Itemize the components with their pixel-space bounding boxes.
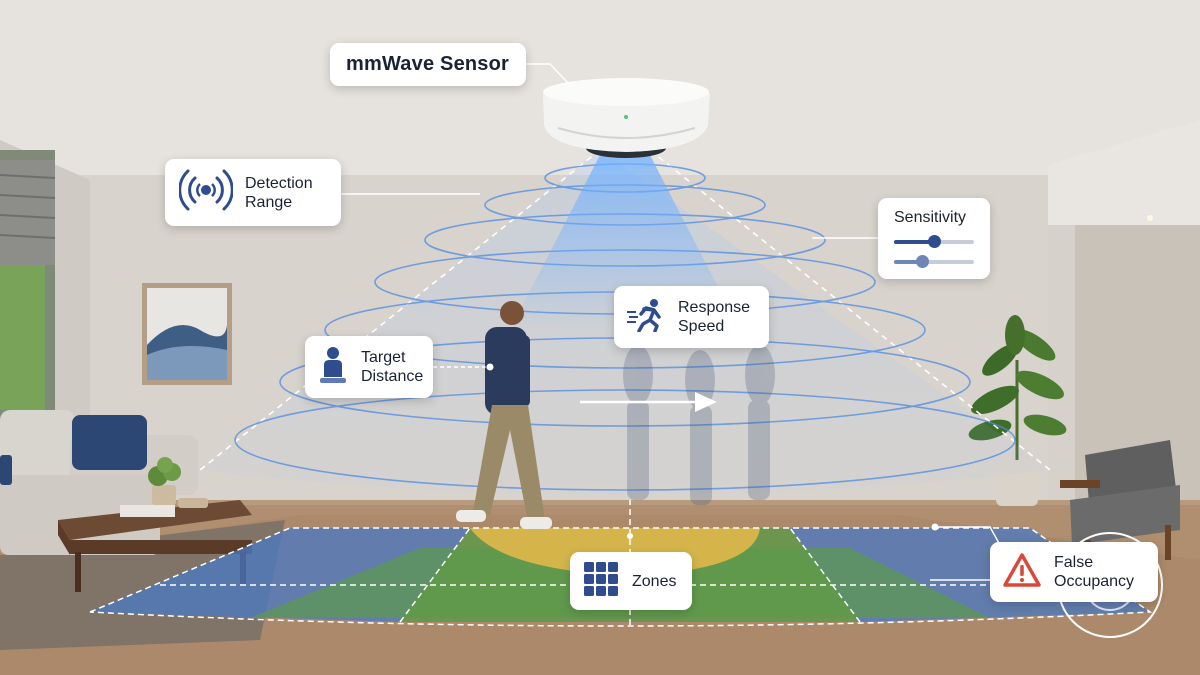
zones-label: Zones [632, 572, 677, 590]
sensitivity-callout: Sensitivity [878, 198, 990, 279]
person-walking [456, 301, 552, 529]
radar-waves-icon [178, 166, 234, 219]
sensitivity-slider-1[interactable] [894, 235, 974, 249]
target-distance-label: Target Distance [361, 349, 424, 385]
warning-triangle-icon [1002, 552, 1042, 593]
sensitivity-slider-1-knob[interactable] [927, 235, 941, 248]
detection-range-callout: Detection Range [165, 159, 341, 226]
person-icon [317, 345, 349, 390]
sensitivity-label: Sensitivity [894, 209, 967, 226]
coffee-table [58, 457, 252, 592]
response-speed-callout: Response Speed [614, 286, 769, 348]
running-person-icon [626, 298, 666, 337]
sensitivity-slider-2[interactable] [894, 255, 974, 269]
armchair [1060, 440, 1180, 570]
sofa [0, 410, 198, 555]
grid-icon [584, 561, 618, 601]
response-speed-label: Response Speed [678, 299, 751, 335]
false-occupancy-callout: False Occupancy [990, 542, 1158, 602]
potted-plant [968, 315, 1067, 506]
wall-painting [142, 283, 232, 385]
detection-range-label: Detection Range [245, 174, 313, 211]
ghost-figures [623, 345, 775, 505]
sensor-callout: mmWave Sensor [330, 43, 526, 86]
callout-connectors [340, 63, 1001, 581]
target-distance-callout: Target Distance [305, 336, 433, 398]
mmwave-sensor-device [543, 78, 710, 158]
sensor-callout-label: mmWave Sensor [346, 53, 510, 75]
false-occupancy-label: False Occupancy [1054, 554, 1135, 590]
sensitivity-slider-2-knob[interactable] [915, 255, 929, 268]
zones-callout: Zones [570, 552, 692, 610]
